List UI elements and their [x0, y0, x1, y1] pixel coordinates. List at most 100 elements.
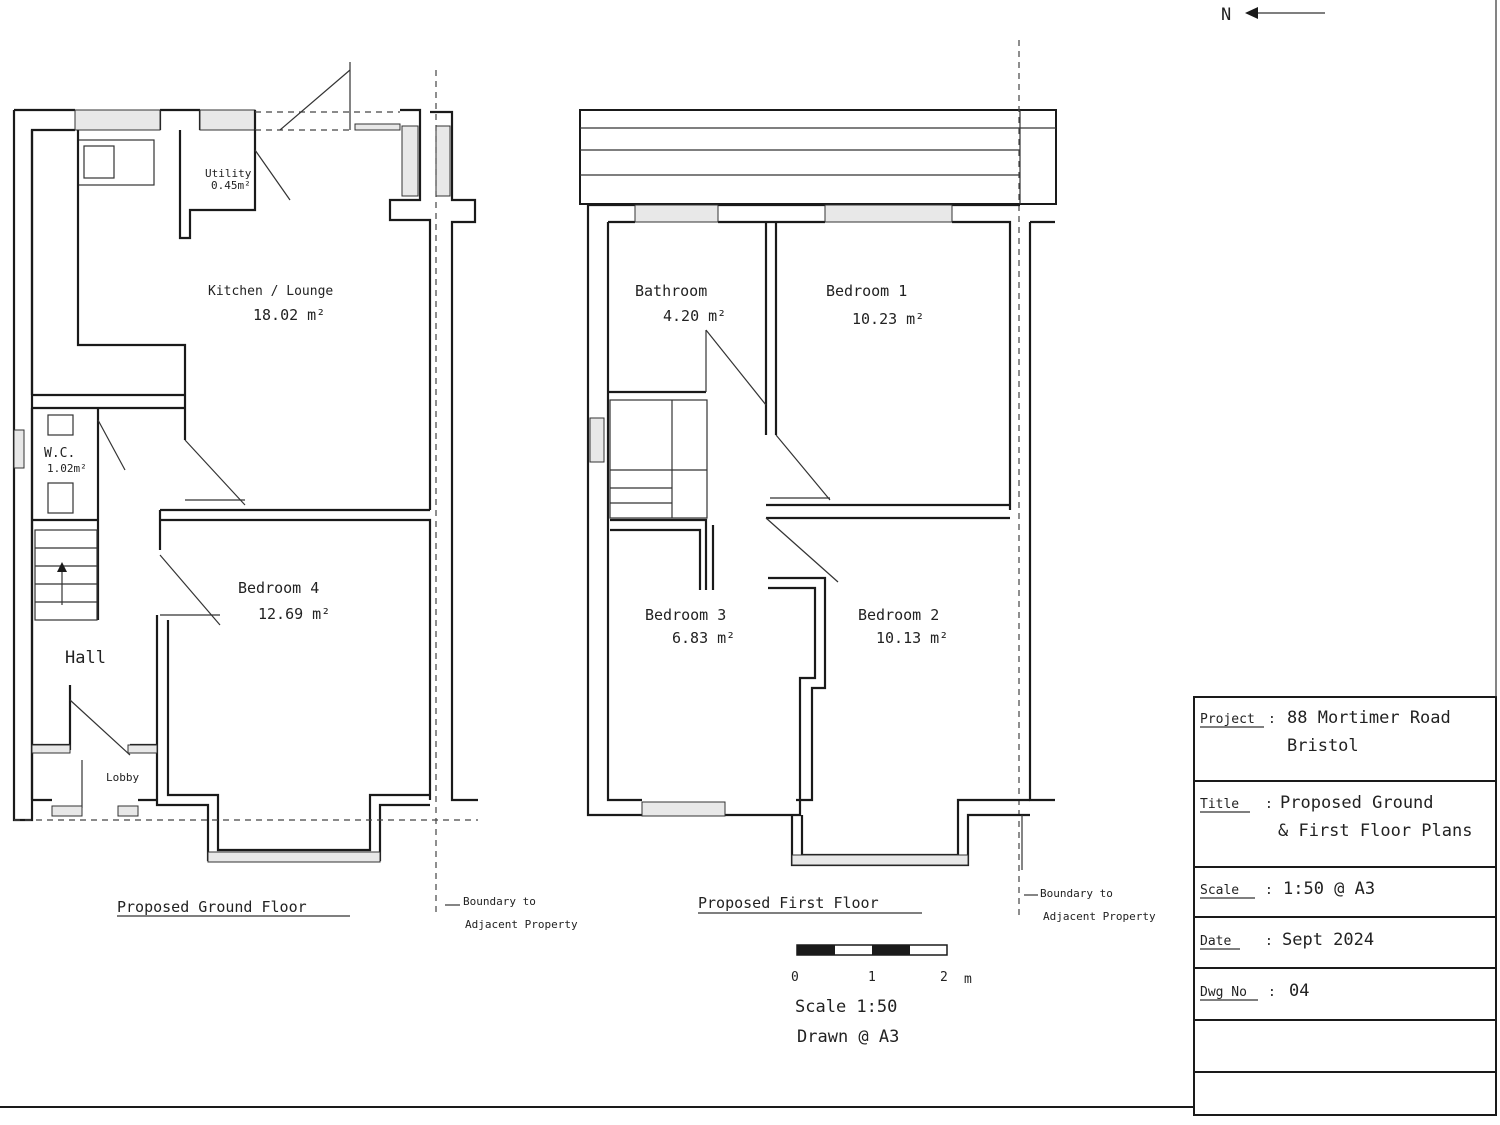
first-boundary-note-1: Boundary to [1040, 887, 1113, 900]
first-north-wall-inner [608, 220, 1012, 510]
ground-utility-walls [178, 130, 257, 240]
ground-window-kitchen [74, 109, 161, 131]
tb-scale-colon: : [1265, 883, 1273, 898]
scale-tick-1: 1 [868, 970, 876, 985]
first-floor-plan: Bathroom 4.20 m² Bedroom 1 10.23 m² Bedr… [579, 40, 1156, 923]
ground-stairs [34, 529, 98, 621]
first-bay-window [791, 854, 969, 866]
tb-dwg-colon: : [1268, 985, 1276, 1000]
first-bathroom-label: Bathroom [635, 282, 707, 300]
scale-bar-segment-3 [872, 945, 910, 955]
first-bathroom-area: 4.20 m² [663, 307, 726, 325]
tb-dwg-value: 04 [1289, 981, 1309, 1001]
ground-window-utility [199, 109, 256, 131]
north-label: N [1221, 5, 1231, 25]
scale-bar-segment-1 [797, 945, 835, 955]
first-window-bedroom3 [641, 801, 726, 817]
first-bedroom2-area: 10.13 m² [876, 629, 948, 647]
first-bedroom2-label: Bedroom 2 [858, 606, 939, 624]
first-bedroom1-label: Bedroom 1 [826, 282, 907, 300]
ground-utility-area: 0.45m² [211, 179, 251, 192]
ground-wc-label: W.C. [44, 446, 75, 461]
first-bed3-bed2-partition [720, 576, 827, 817]
tb-project-label: Project [1200, 712, 1255, 727]
ground-lobby-screen-left [31, 744, 71, 754]
first-window-bedroom1 [824, 204, 953, 223]
tb-scale-label: Scale [1200, 883, 1239, 898]
tb-dwg-label: Dwg No [1200, 985, 1247, 1000]
ground-chimney-vent [401, 125, 419, 197]
first-bedroom3-label: Bedroom 3 [645, 606, 726, 624]
ground-wc-walls [30, 408, 100, 800]
ground-north-wall [14, 108, 202, 130]
ground-bedroom4-north-wall [158, 508, 432, 800]
ground-lobby-label: Lobby [106, 771, 139, 784]
first-window-bathroom [634, 204, 719, 223]
stairs-up-arrow-icon [57, 562, 67, 572]
ground-floor-plan: Utility 0.45m² Kitchen / Lounge 18.02 m²… [12, 62, 578, 931]
ground-bay-window [207, 851, 381, 863]
tb-project-value-1: 88 Mortimer Road [1287, 708, 1451, 728]
first-bath-bed1-partition [764, 222, 778, 435]
first-east-outer-wall [1028, 220, 1055, 802]
tb-title-value-1: Proposed Ground [1280, 793, 1434, 813]
first-bed1-bed2-wall [766, 503, 1010, 520]
ground-bedroom4-door-swing [159, 554, 221, 626]
tb-title-colon: : [1265, 797, 1273, 812]
ground-wc-area: 1.02m² [47, 462, 87, 475]
scale-caption-1: Scale 1:50 [795, 997, 897, 1017]
first-landing-window [589, 417, 605, 463]
ground-sink-bowl [83, 145, 115, 179]
ground-wc-window [13, 429, 25, 469]
scale-tick-2: 2 [940, 970, 948, 985]
ground-east-outer-wall [430, 110, 478, 802]
ground-wc-cistern [47, 414, 74, 436]
ground-door-sill [354, 123, 401, 131]
ground-floor-title: Proposed Ground Floor [117, 898, 307, 916]
ground-bedroom4-bay-outer [155, 615, 430, 862]
ground-door-swing [279, 69, 351, 131]
tb-project-value-2: Bristol [1287, 736, 1359, 756]
scale-unit: m [964, 972, 972, 987]
first-stair-void [609, 399, 708, 519]
ground-kitchen-label: Kitchen / Lounge [208, 284, 333, 299]
ground-lobby-door-swing [69, 699, 131, 756]
tb-date-value: Sept 2024 [1282, 930, 1374, 950]
ground-hall-label: Hall [65, 648, 106, 668]
ground-wc-pan-icon [47, 482, 74, 514]
tb-title-value-2: & First Floor Plans [1278, 821, 1472, 841]
first-boundary-note-2: Adjacent Property [1043, 910, 1156, 923]
scale-tick-0: 0 [791, 970, 799, 985]
tb-date-label: Date [1200, 934, 1231, 949]
north-arrow: N [1221, 5, 1325, 25]
ground-west-wall [12, 110, 75, 822]
ground-wc-door-swing [97, 419, 126, 471]
ground-kitchen-area: 18.02 m² [253, 306, 325, 324]
ground-lobby-screen-right [127, 744, 158, 754]
tb-title-label: Title [1200, 797, 1239, 812]
ground-kitchen-south-wall [32, 393, 185, 410]
tb-scale-value: 1:50 @ A3 [1283, 879, 1375, 899]
first-bedroom1-area: 10.23 m² [852, 310, 924, 328]
first-bedroom1-door-swing [775, 434, 831, 501]
ground-utility-door-swing [254, 149, 291, 201]
ground-lobby-walls [32, 685, 157, 750]
tb-date-colon: : [1265, 934, 1273, 949]
first-floor-title: Proposed First Floor [698, 894, 879, 912]
ground-bedroom4-label: Bedroom 4 [238, 579, 319, 597]
first-rear-roof [579, 109, 1057, 205]
scale-bar: 0 1 2 m Scale 1:50 Drawn @ A3 [791, 944, 972, 1047]
ground-bedroom4-bay-inner [166, 620, 430, 852]
ground-boundary-note-1: Boundary to [463, 895, 536, 908]
first-bedroom2-door-swing [765, 517, 839, 583]
ground-east-inner-wall [388, 108, 432, 510]
north-arrow-head-icon [1245, 7, 1258, 19]
ground-utility-label: Utility [205, 167, 252, 180]
first-bedroom3-north-wall [610, 518, 708, 590]
first-bedroom3-area: 6.83 m² [672, 629, 735, 647]
ground-chimney-flue [435, 125, 451, 197]
ground-boundary-note-2: Adjacent Property [465, 918, 578, 931]
ground-kitchen-door-swing [184, 439, 246, 506]
title-block-frame [1193, 696, 1497, 1116]
